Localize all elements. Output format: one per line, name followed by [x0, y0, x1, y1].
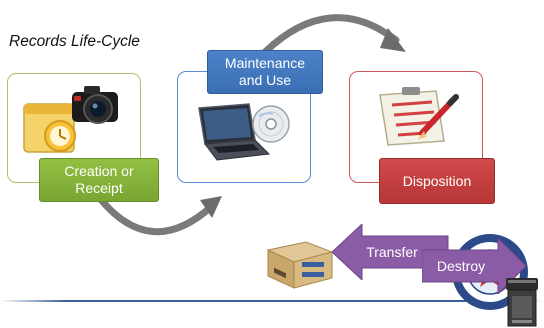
arc-arrow-top	[261, 14, 400, 56]
paper-shredder-icon	[506, 278, 538, 327]
outlook-calendar-icon	[23, 103, 76, 153]
diagram-title: Records Life-Cycle	[9, 33, 140, 50]
transfer-label: Transfer	[366, 244, 418, 260]
destroy-label: Destroy	[436, 258, 486, 274]
arrowhead-top	[380, 28, 406, 52]
stage-creation-text: Creation or Receipt	[64, 163, 134, 196]
stage-maintenance-text: Maintenance and Use	[224, 55, 306, 88]
stage-maintenance-label: Maintenance and Use	[207, 50, 323, 94]
camera-icon	[72, 86, 118, 124]
creation-icons	[23, 86, 118, 153]
stage-creation-label: Creation or Receipt	[39, 158, 159, 202]
records-storage-box-icon	[266, 241, 334, 289]
laptop-icon	[198, 103, 271, 161]
arrowhead-bottom	[200, 196, 222, 218]
arc-arrow-bottom	[94, 192, 216, 236]
cd-disc-icon	[252, 105, 290, 143]
maintenance-icons	[198, 103, 290, 161]
checklist-clipboard-icon	[379, 87, 459, 146]
stage-disposition-text: Disposition	[402, 172, 472, 189]
bottom-divider	[0, 300, 544, 302]
stage-disposition-label: Disposition	[379, 158, 495, 204]
